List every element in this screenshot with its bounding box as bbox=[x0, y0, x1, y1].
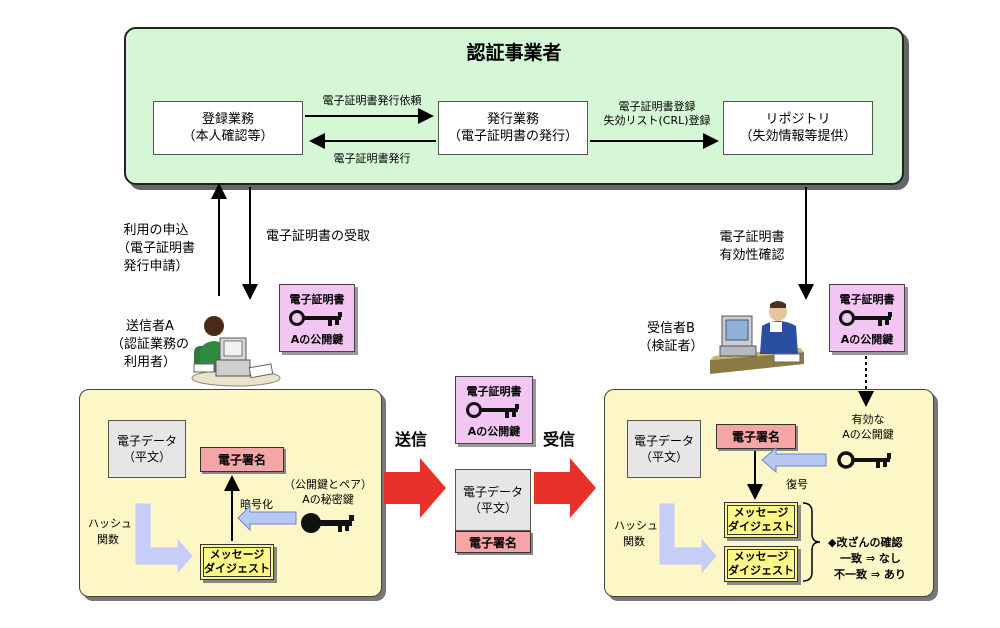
register-label: 電子証明書登録 失効リスト(CRL)登録 bbox=[603, 100, 711, 127]
sender-signature-box: 電子署名 bbox=[200, 447, 284, 472]
issuance-sub: （電子証明書の発行） bbox=[447, 129, 578, 144]
repository-box: リポジトリ （失効情報等提供） bbox=[723, 101, 873, 155]
recv-big-arrow bbox=[534, 458, 596, 518]
issuance-title: 発行業務 bbox=[486, 112, 539, 127]
receiver-digest-box-1: メッセージ ダイジェスト bbox=[724, 502, 798, 538]
key-icon bbox=[289, 310, 342, 326]
issue-label: 電子証明書発行 bbox=[333, 152, 411, 165]
key-icon bbox=[839, 310, 892, 326]
valid-key-label: 有効な Aの公開鍵 bbox=[842, 413, 894, 441]
sender-hash-label: ハッシュ 関数 bbox=[88, 517, 132, 546]
receiver-label: 受信者B （検証者） bbox=[638, 321, 704, 354]
sender-data-box: 電子データ （平文） bbox=[108, 420, 186, 478]
ca-title: 認証事業者 bbox=[466, 42, 562, 64]
transfer-data-box: 電子データ （平文） bbox=[455, 469, 531, 531]
key-icon bbox=[837, 451, 891, 469]
key-icon bbox=[466, 402, 519, 418]
issuance-box: 発行業務 （電子証明書の発行） bbox=[438, 101, 588, 155]
apply-label: 利用の申込 （電子証明書 発行申請） bbox=[116, 223, 195, 274]
recv-label: 受信 bbox=[543, 430, 576, 449]
sender-label: 送信者A （認証業務の 利用者） bbox=[110, 319, 189, 370]
person-at-computer-icon bbox=[710, 301, 804, 374]
receiver-hash-label: ハッシュ 関数 bbox=[614, 519, 658, 548]
receiver-hash-arrow bbox=[659, 503, 717, 574]
key-icon bbox=[301, 513, 354, 533]
valid-key-arrow bbox=[761, 446, 827, 474]
send-label: 送信 bbox=[395, 430, 428, 449]
registration-box: 登録業務 （本人確認等） bbox=[153, 101, 303, 155]
registration-sub: （本人確認等） bbox=[182, 129, 274, 144]
decrypt-label: 復号 bbox=[786, 478, 808, 491]
sender-hash-arrow bbox=[135, 503, 193, 574]
certificate-doc-sender: 電子証明書 Aの公開鍵 bbox=[279, 284, 355, 352]
send-big-arrow bbox=[384, 458, 446, 518]
transfer-signature-box: 電子署名 bbox=[455, 531, 531, 553]
validity-check-label: 電子証明書 有効性確認 bbox=[719, 230, 785, 263]
repository-title: リポジトリ bbox=[765, 112, 831, 127]
receive-label: 電子証明書の受取 bbox=[266, 229, 371, 244]
registration-title: 登録業務 bbox=[201, 112, 254, 127]
private-key-arrow bbox=[237, 504, 297, 532]
private-key-label: （公開鍵とペア） Aの秘密鍵 bbox=[284, 478, 372, 506]
tamper-check-label: ◆改ざんの確認 一致 ⇒ なし 不一致 ⇒ あり bbox=[828, 536, 906, 581]
receiver-data-box: 電子データ （平文） bbox=[627, 420, 701, 478]
issue-request-label: 電子証明書発行依頼 bbox=[322, 94, 422, 107]
receiver-signature-box: 電子署名 bbox=[716, 424, 796, 449]
sender-digest-box: メッセージ ダイジェスト bbox=[200, 544, 274, 580]
repository-sub: （失効情報等提供） bbox=[739, 129, 857, 144]
certificate-doc-receiver: 電子証明書 Aの公開鍵 bbox=[829, 284, 905, 352]
person-at-computer-icon bbox=[191, 316, 281, 387]
compare-brace bbox=[802, 502, 821, 582]
certificate-doc-transfer: 電子証明書 Aの公開鍵 bbox=[455, 376, 533, 444]
receiver-digest-box-2: メッセージ ダイジェスト bbox=[724, 546, 798, 582]
